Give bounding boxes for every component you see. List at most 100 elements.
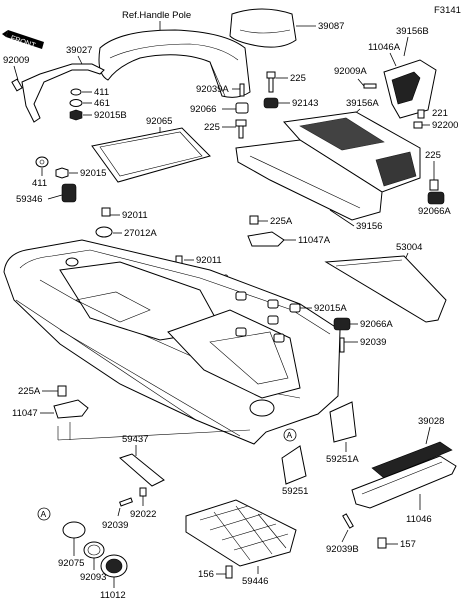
pin-92039 [339,337,345,353]
gasket-92065 [91,127,211,183]
hook-11047 [53,399,89,419]
label-92011-mid: 92011 [196,255,222,266]
grommet-hull-2 [267,299,279,309]
hull-body [3,239,341,445]
label-92039-low: 92039 [102,520,128,531]
label-92015b: 92015B [94,110,127,121]
label-11046a: 11046A [368,42,401,53]
fitting-11012 [100,554,128,578]
front-arrow-icon: FRONT [2,30,44,50]
handle-pad-part [229,8,297,48]
grate-59446 [185,499,297,567]
plate-27012a [95,226,113,238]
svg-text:A: A [41,509,47,519]
cap-92066a-right [427,191,445,205]
label-53004: 53004 [396,242,422,253]
label-11047a: 11047A [298,235,331,246]
label-92039a: 92039A [196,84,229,95]
grab-bar-39027 [21,63,105,123]
cap-92075 [62,521,86,539]
label-92039b: 92039B [326,544,359,555]
svg-text:A: A [287,430,293,440]
pin-92039-low [119,497,133,507]
nut-92015 [55,167,69,179]
cap-92066a-mid [333,317,351,331]
block-59346 [61,183,77,203]
label-92039: 92039 [360,337,386,348]
label-59437: 59437 [122,434,148,445]
label-59446: 59446 [242,576,268,587]
pin-92039b [342,513,354,529]
ref-note: Ref.Handle Pole [122,10,191,21]
handle-pole-part [98,29,251,98]
label-59251: 59251 [282,486,308,497]
bolt-225-right [429,179,439,191]
panel-53004 [324,255,447,323]
label-225-top: 225 [290,73,306,84]
bolt-225-top [266,71,276,93]
label-461: 461 [94,98,110,109]
ref-marker-a-low: A [37,507,51,521]
label-59251a: 59251A [326,454,359,465]
grommet-hull-1 [235,291,247,301]
label-11046: 11046 [406,514,432,525]
screw-156 [225,565,233,579]
cover-59251a [329,401,357,443]
label-411-low: 411 [32,178,47,189]
bolt-225-mid [235,119,247,139]
label-92143: 92143 [292,98,318,109]
pin-92039a [239,83,245,97]
cover-59251 [281,445,307,485]
bolt-92011-top [101,207,111,217]
screw-92009 [11,78,23,92]
label-92009a: 92009A [334,66,367,77]
label-39156a: 39156A [346,98,379,109]
label-156: 156 [198,569,214,580]
oring-92093 [83,541,105,559]
grommet-hull-3 [267,315,279,325]
ref-marker-a-hull: A [283,428,297,442]
label-225-right: 225 [425,150,441,161]
bolt-157 [377,537,387,549]
label-59346: 59346 [16,194,42,205]
label-92022: 92022 [130,509,156,520]
mat-11046 [351,455,457,509]
label-39156: 39156 [356,221,382,232]
label-27012a: 27012A [124,228,157,239]
label-225-mid: 225 [204,122,220,133]
washer-411-low [35,156,49,168]
label-157: 157 [400,539,416,550]
label-11047: 11047 [12,408,38,419]
grommet-92143 [263,97,279,109]
label-92066a-mid: 92066A [360,319,393,330]
label-92009: 92009 [3,55,29,66]
label-92011-top: 92011 [122,210,148,221]
label-92075: 92075 [58,558,84,569]
label-92066a-right: 92066A [418,206,451,217]
label-92093: 92093 [80,572,106,583]
label-92065: 92065 [146,116,172,127]
nut-92022 [139,487,147,497]
bolt-225a-low [57,385,67,397]
mat-39028 [371,441,453,479]
grommet-hull-4 [235,327,247,337]
cover-39156b [383,59,437,119]
label-92015: 92015 [80,168,106,179]
bolt-221 [417,109,425,119]
washer-411-top [70,88,82,96]
label-11012: 11012 [100,590,126,600]
nut-92015b [69,109,83,121]
label-39028: 39028 [418,416,444,427]
label-92015a: 92015A [314,303,347,314]
bolt-225a-hook [249,215,259,225]
hook-11047a [247,231,285,247]
label-411-top: 411 [94,87,109,98]
clip-92200 [413,121,423,129]
label-221: 221 [432,108,448,119]
console-39156 [235,111,421,221]
strip-59437 [119,453,165,487]
label-39087: 39087 [318,21,344,32]
figure-code: F3141 [434,5,461,16]
washer-461 [69,99,83,107]
